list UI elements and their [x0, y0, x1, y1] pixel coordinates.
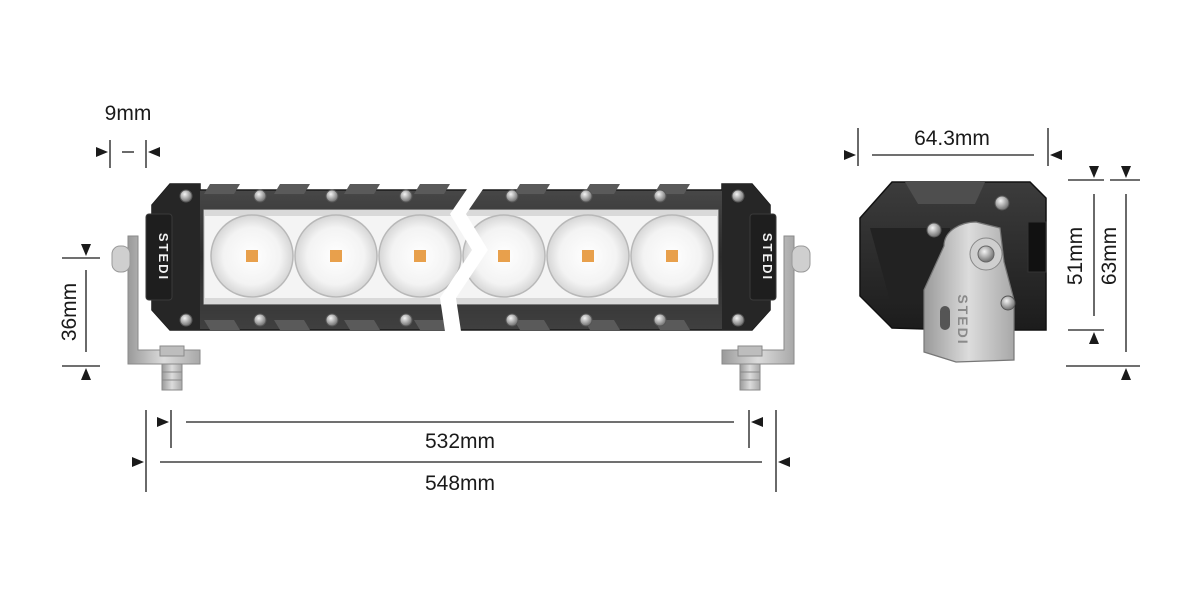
side-brand-label: STEDI — [955, 294, 971, 345]
screw — [253, 189, 267, 203]
screw — [399, 189, 413, 203]
screw — [325, 313, 339, 327]
dimension-height-side-inner: 51mm — [1064, 166, 1104, 344]
dimension-bracket-offset: 9mm — [96, 102, 160, 168]
screw — [179, 189, 193, 203]
led-6 — [630, 214, 714, 298]
screw — [505, 189, 519, 203]
screw — [731, 189, 745, 203]
front-view: STEDI STEDI — [111, 176, 811, 391]
dim-label-64-3mm: 64.3mm — [914, 127, 990, 150]
housing-screws — [179, 189, 745, 327]
dimension-depth: 64.3mm — [844, 127, 1062, 166]
screw — [579, 313, 593, 327]
dimension-height-front: 36mm — [58, 244, 100, 380]
screw — [253, 313, 267, 327]
brand-label-right: STEDI — [760, 233, 775, 281]
screw — [653, 189, 667, 203]
right-bracket — [721, 235, 811, 391]
dim-label-36mm: 36mm — [58, 283, 81, 341]
screw — [325, 189, 339, 203]
side-view: STEDI — [859, 181, 1047, 363]
screw — [653, 313, 667, 327]
left-bracket — [111, 235, 201, 391]
dim-label-51mm: 51mm — [1064, 227, 1087, 285]
led-2 — [294, 214, 378, 298]
dim-label-9mm: 9mm — [105, 102, 152, 125]
led-1 — [210, 214, 294, 298]
screw — [505, 313, 519, 327]
dim-label-63mm: 63mm — [1098, 227, 1121, 285]
dimension-inner-length: 532mm — [157, 410, 763, 453]
brand-label-left: STEDI — [156, 233, 171, 281]
dimension-overall-length: 548mm — [132, 410, 790, 495]
screw — [399, 313, 413, 327]
dim-label-532mm: 532mm — [425, 430, 495, 453]
led-4 — [462, 214, 546, 298]
screw — [579, 189, 593, 203]
led-3 — [378, 214, 462, 298]
dim-label-548mm: 548mm — [425, 472, 495, 495]
dimension-height-side-outer: 63mm — [1066, 166, 1140, 380]
screw — [731, 313, 745, 327]
break-mark — [440, 176, 492, 338]
screw — [179, 313, 193, 327]
led-5 — [546, 214, 630, 298]
led-array — [210, 214, 714, 298]
